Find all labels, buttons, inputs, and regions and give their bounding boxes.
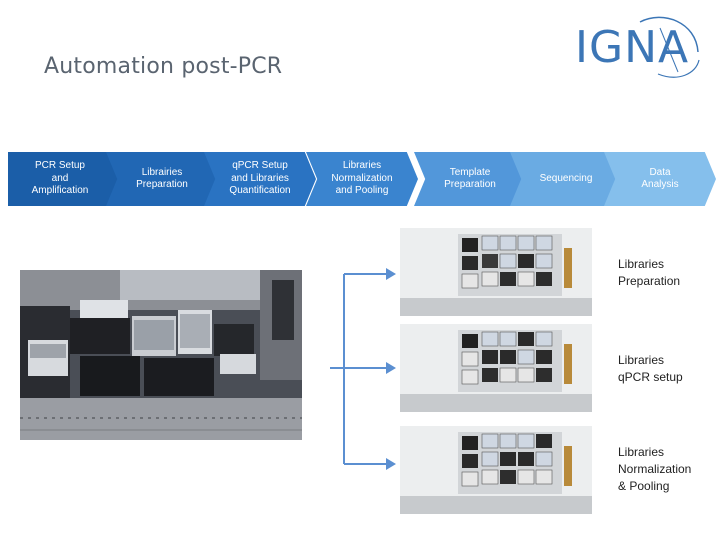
robot-step-label-line: & Pooling — [618, 479, 670, 493]
robot-step-label-line: Libraries — [618, 257, 665, 271]
workflow-step-label-line: Template — [449, 166, 491, 178]
deck-illustration — [400, 426, 592, 514]
robot-step-label: Libraries qPCR setup — [618, 352, 683, 386]
deck-layout-normalization — [400, 426, 592, 514]
workflow-step-label-line: Amplification — [31, 185, 89, 197]
robot-photo-illustration — [20, 270, 302, 440]
workflow-step-label-line: Librairies — [141, 166, 183, 178]
branch-arrows — [330, 268, 396, 470]
deck-illustration — [400, 324, 592, 412]
deck-layout-preparation — [400, 228, 592, 316]
workflow-step-sequencing: Sequencing — [510, 152, 622, 206]
workflow-step-label-line: and Pooling — [335, 185, 389, 197]
slide-title: Automation post-PCR — [44, 54, 283, 79]
workflow-step-label-line: and Libraries — [231, 172, 289, 184]
workflow-step-label-line: qPCR Setup — [232, 160, 288, 172]
workflow-step-label-line: Quantification — [229, 185, 291, 197]
workflow-step-label-line: Data — [649, 166, 671, 178]
workflow-step-label-line: Sequencing — [539, 172, 593, 184]
workflow-step-label-line: Libraries — [342, 160, 382, 172]
robot-step-label-line: qPCR setup — [618, 370, 683, 384]
workflow-step-label-line: and — [51, 172, 69, 184]
robot-step-label-line: Libraries — [618, 445, 665, 459]
workflow-step-label-line: Preparation — [136, 179, 188, 190]
robot-step-label-line: Normalization — [618, 462, 692, 476]
logo-swoosh-icon — [639, 16, 700, 78]
deck-illustration — [400, 228, 592, 316]
robot-step-label-line: Libraries — [618, 353, 665, 367]
robot-photo — [20, 270, 302, 440]
workflow-step-label-line: Normalization — [331, 172, 393, 184]
workflow-step-label-line: PCR Setup — [34, 160, 85, 172]
robot-step-label-line: Preparation — [618, 274, 681, 288]
workflow-step-label: Sequencing — [540, 173, 593, 186]
deck-layout-qpcr — [400, 324, 592, 412]
workflow-step-label-line: Preparation — [444, 179, 496, 190]
workflow-step-label-line: Analysis — [641, 179, 679, 190]
logo-text: IGNA — [575, 22, 690, 73]
